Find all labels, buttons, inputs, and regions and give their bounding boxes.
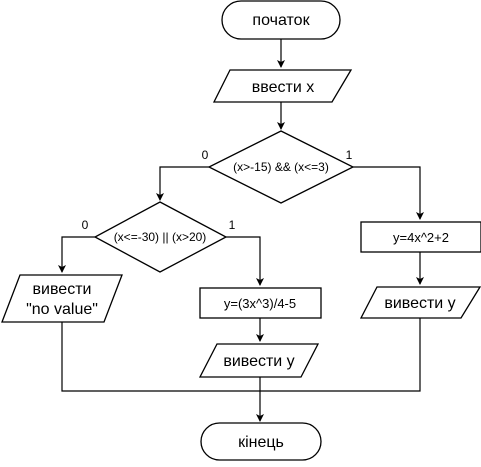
process-right-label: y=4x^2+2 xyxy=(393,230,449,245)
condition2-true-label: 1 xyxy=(229,218,236,232)
process-middle-block: y=(3x^3)/4-5 xyxy=(199,287,322,319)
end-label: кінець xyxy=(238,434,284,451)
condition1-false-label: 0 xyxy=(202,148,209,162)
arrow-condition1-true xyxy=(353,166,424,220)
line-right-merge xyxy=(260,318,421,392)
condition1-shape xyxy=(207,130,355,204)
input-block: ввести x xyxy=(212,69,353,103)
condition1-text: (x>-15) && (x<=3) xyxy=(233,160,329,174)
line-novalue-merge xyxy=(61,322,260,392)
start-label: початок xyxy=(252,12,310,29)
output-novalue-shape xyxy=(1,274,123,323)
condition2-false-label: 0 xyxy=(82,218,89,232)
output-right-shape xyxy=(359,286,481,319)
process-middle-label: y=(3x^3)/4-5 xyxy=(224,296,296,311)
output-novalue-block: вивести "no value" xyxy=(1,274,123,323)
output-middle-shape xyxy=(198,343,320,378)
condition2-text: (x<=-30) || (x>20) xyxy=(114,230,207,244)
output-right-block: вивести y xyxy=(359,286,481,319)
output-middle-block: вивести y xyxy=(198,343,320,378)
process-middle-shape xyxy=(199,287,322,319)
start-shape xyxy=(221,0,341,40)
input-shape xyxy=(212,69,353,103)
condition2-shape xyxy=(93,201,228,273)
condition2-decision: (x<=-30) || (x>20) 0 1 xyxy=(82,201,236,273)
condition1-decision: (x>-15) && (x<=3) 0 1 xyxy=(202,130,355,204)
condition1-true-label: 1 xyxy=(346,148,353,162)
process-right-shape xyxy=(360,221,481,253)
end-terminator: кінець xyxy=(200,422,322,461)
arrow-condition1-false xyxy=(156,166,209,201)
arrow-condition2-false xyxy=(58,236,95,273)
connectors xyxy=(58,39,424,422)
output-right-label: вивести y xyxy=(384,295,455,312)
arrow-condition2-true xyxy=(226,236,264,286)
output-novalue-line1: вивести xyxy=(33,281,92,298)
start-terminator: початок xyxy=(221,0,341,40)
end-shape xyxy=(200,422,322,461)
process-right-block: y=4x^2+2 xyxy=(360,221,481,253)
output-middle-label: вивести y xyxy=(223,353,294,370)
output-novalue-line2: "no value" xyxy=(26,301,98,318)
input-label: ввести x xyxy=(252,79,314,96)
